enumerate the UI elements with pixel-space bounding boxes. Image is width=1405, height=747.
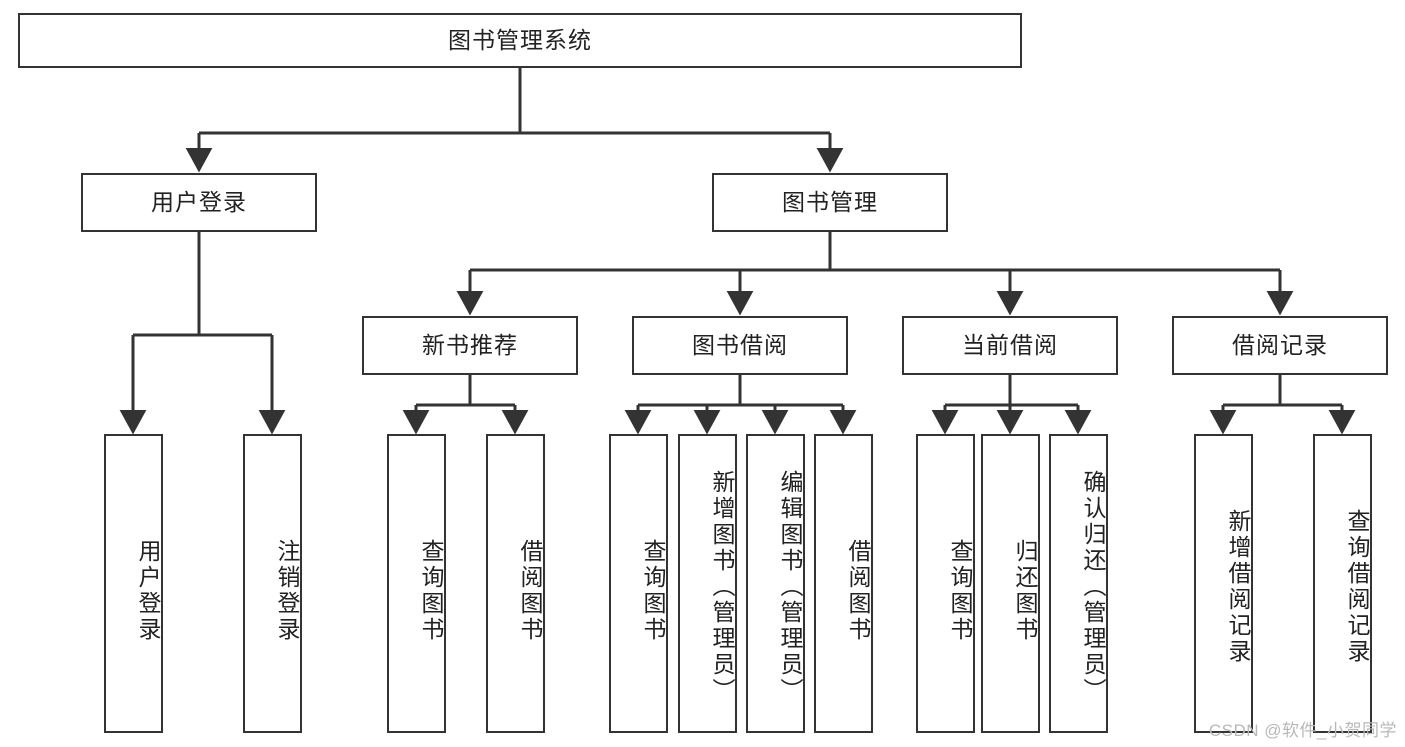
node-leaf-current-query-book-label: 查询图书 — [947, 538, 973, 643]
node-leaf-borrow-edit-book[interactable]: 编辑图书（管理员） — [746, 434, 805, 733]
node-leaf-record-add-label: 新增借阅记录 — [1225, 508, 1251, 665]
node-user-login[interactable]: 用户登录 — [81, 173, 317, 232]
node-leaf-borrow-borrow-book-label: 借阅图书 — [845, 538, 871, 643]
node-leaf-user-login-label: 用户登录 — [135, 538, 161, 643]
node-leaf-recommend-query-book-label: 查询图书 — [418, 538, 444, 643]
node-leaf-user-login[interactable]: 用户登录 — [104, 434, 163, 733]
node-leaf-recommend-borrow-book-label: 借阅图书 — [517, 538, 543, 643]
node-book-borrow[interactable]: 图书借阅 — [632, 316, 848, 375]
node-leaf-current-query-book[interactable]: 查询图书 — [916, 434, 975, 733]
node-root-label: 图书管理系统 — [448, 27, 592, 54]
node-leaf-current-return-book[interactable]: 归还图书 — [981, 434, 1040, 733]
node-leaf-record-query[interactable]: 查询借阅记录 — [1313, 434, 1372, 733]
node-leaf-recommend-query-book[interactable]: 查询图书 — [387, 434, 446, 733]
node-user-login-label: 用户登录 — [151, 189, 247, 216]
node-leaf-current-confirm-return[interactable]: 确认归还（管理员） — [1049, 434, 1108, 733]
node-leaf-borrow-query-book-label: 查询图书 — [640, 538, 666, 643]
node-leaf-user-logout[interactable]: 注销登录 — [243, 434, 302, 733]
node-book-borrow-label: 图书借阅 — [692, 332, 788, 359]
node-leaf-borrow-query-book[interactable]: 查询图书 — [609, 434, 668, 733]
node-root[interactable]: 图书管理系统 — [18, 13, 1022, 68]
node-book-manage[interactable]: 图书管理 — [712, 173, 948, 232]
node-new-book-recommend-label: 新书推荐 — [422, 332, 518, 359]
node-current-borrow[interactable]: 当前借阅 — [902, 316, 1118, 375]
node-book-manage-label: 图书管理 — [782, 189, 878, 216]
node-leaf-borrow-add-book[interactable]: 新增图书（管理员） — [678, 434, 737, 733]
node-leaf-record-add[interactable]: 新增借阅记录 — [1194, 434, 1253, 733]
node-borrow-record-label: 借阅记录 — [1232, 332, 1328, 359]
node-leaf-record-query-label: 查询借阅记录 — [1344, 508, 1370, 665]
node-leaf-borrow-add-book-label: 新增图书（管理员） — [709, 469, 735, 704]
node-new-book-recommend[interactable]: 新书推荐 — [362, 316, 578, 375]
node-leaf-current-return-book-label: 归还图书 — [1012, 538, 1038, 643]
node-leaf-borrow-edit-book-label: 编辑图书（管理员） — [777, 469, 803, 704]
node-leaf-borrow-borrow-book[interactable]: 借阅图书 — [814, 434, 873, 733]
node-leaf-recommend-borrow-book[interactable]: 借阅图书 — [486, 434, 545, 733]
node-borrow-record[interactable]: 借阅记录 — [1172, 316, 1388, 375]
node-leaf-user-logout-label: 注销登录 — [274, 538, 300, 643]
node-current-borrow-label: 当前借阅 — [962, 332, 1058, 359]
node-leaf-current-confirm-return-label: 确认归还（管理员） — [1080, 469, 1106, 704]
csdn-watermark: CSDN @软件_小贺同学 — [1208, 721, 1397, 740]
